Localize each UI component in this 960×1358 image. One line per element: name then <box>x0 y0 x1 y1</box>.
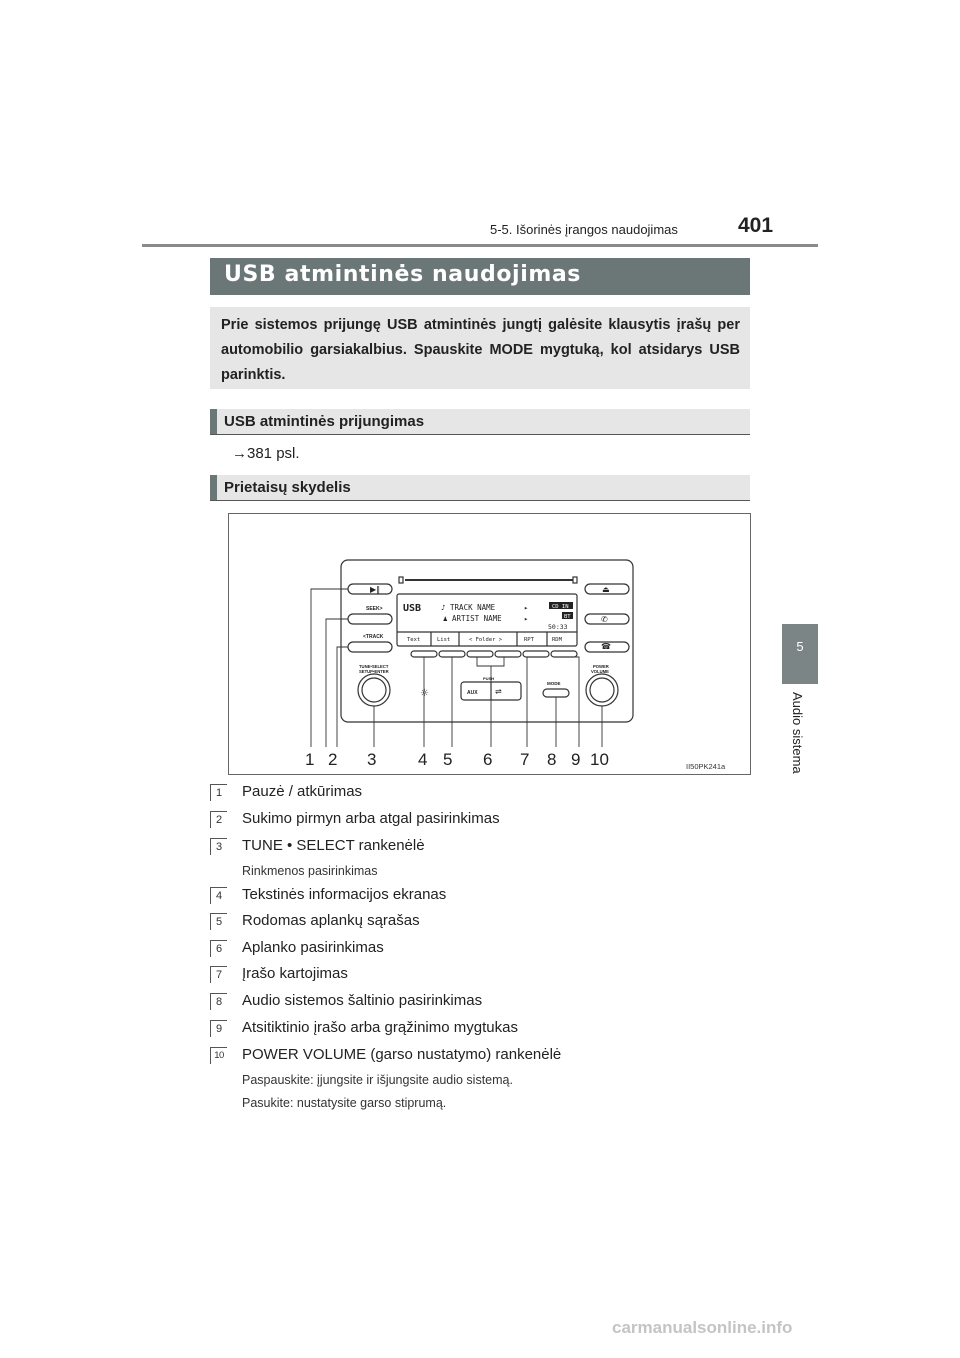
subheading-connect: USB atmintinės prijungimas <box>210 409 750 435</box>
watermark: carmanualsonline.info <box>612 1318 793 1337</box>
item-number: 6 <box>210 940 227 957</box>
item-number: 7 <box>210 966 227 983</box>
audio-panel-illustration: ▶‖ ⏏ ✆ ☎ ☼ ⇌ SEEK> <TRACK TUNE•SELECT SE… <box>305 559 634 769</box>
softkey-rpt: RPT <box>524 637 535 643</box>
seek-button <box>347 613 393 625</box>
intro-box <box>210 307 750 389</box>
item-number: 4 <box>210 887 227 904</box>
display-bt-badge: BT <box>564 614 571 620</box>
page-title: USB atmintinės naudojimas <box>224 262 581 287</box>
eject-button <box>584 583 630 595</box>
item-text: Audio sistemos šaltinio pasirinkimas <box>242 992 483 1009</box>
subheading-panel-text: Prietaisų skydelis <box>224 479 351 496</box>
item-text: Tekstinės informacijos ekranas <box>242 886 447 903</box>
item-note: Paspauskite: įjungsite ir išjungsite aud… <box>242 1073 513 1087</box>
callout-1: 1 <box>305 750 314 769</box>
subheading-accent <box>210 475 217 500</box>
item-number: 1 <box>210 784 227 801</box>
phone-button <box>584 613 630 625</box>
push-label: PUSH <box>483 676 494 681</box>
section-header: 5-5. Išorinės įrangos naudojimas <box>490 222 678 237</box>
display-source: USB <box>403 603 421 614</box>
mode-button <box>542 688 570 698</box>
chapter-tab: 5 <box>782 624 818 684</box>
softkey-folder: < Folder > <box>469 637 503 643</box>
svg-text:▸: ▸ <box>524 604 528 612</box>
item-text: Sukimo pirmyn arba atgal pasirinkimas <box>242 810 500 827</box>
item-note: Pasukite: nustatysite garso stiprumą. <box>242 1096 447 1110</box>
display-artist: ♟ ARTIST NAME <box>443 614 502 623</box>
callout-2: 2 <box>328 750 337 769</box>
item-number: 10 <box>210 1047 227 1064</box>
item-note: Rinkmenos pasirinkimas <box>242 864 378 878</box>
item-number: 2 <box>210 811 227 828</box>
aux-label: AUX <box>467 690 478 696</box>
tune-label-2: SETUP•ENTER <box>359 669 389 674</box>
softkey-rdm: RDM <box>552 637 563 643</box>
display-cd-badge: CD IN <box>552 604 569 610</box>
item-text: POWER VOLUME (garso nustatymo) rankenėlė <box>242 1046 562 1063</box>
svg-text:✆: ✆ <box>601 615 608 624</box>
svg-text:☎: ☎ <box>601 642 611 651</box>
callout-8: 8 <box>547 750 556 769</box>
chapter-title: Audio sistema <box>790 692 805 774</box>
power-label-2: VOLUME <box>591 669 609 674</box>
display-track: ♪ TRACK NAME <box>441 603 496 612</box>
page-reference: →381 psl. <box>232 445 300 462</box>
item-text: Rodomas aplankų sąrašas <box>242 912 420 929</box>
subheading-accent <box>210 409 217 434</box>
hangup-button <box>584 641 630 653</box>
item-number: 3 <box>210 838 227 855</box>
page-number: 401 <box>738 214 774 237</box>
item-number: 5 <box>210 913 227 930</box>
subheading-panel: Prietaisų skydelis <box>210 475 750 501</box>
item-text: TUNE • SELECT rankenėlė <box>242 837 425 854</box>
subheading-connect-text: USB atmintinės prijungimas <box>224 413 425 430</box>
item-text: Atsitiktinio įrašo arba grąžinimo mygtuk… <box>242 1019 518 1036</box>
svg-text:▸: ▸ <box>524 615 528 623</box>
title-bar <box>210 258 750 295</box>
power-label-1: POWER <box>593 664 609 669</box>
seek-label: SEEK> <box>366 606 383 612</box>
callout-4: 4 <box>418 750 427 769</box>
intro-text: Prie sistemos prijungę USB atmintinės ju… <box>221 317 740 383</box>
softkey-list: List <box>437 637 450 643</box>
item-number: 9 <box>210 1020 227 1037</box>
mode-label: MODE <box>547 681 561 686</box>
callout-6: 6 <box>483 750 492 769</box>
svg-text:⇌: ⇌ <box>495 687 502 696</box>
item-text: Įrašo kartojimas <box>242 965 348 982</box>
audio-panel-figure: ▶‖ ⏏ ✆ ☎ ☼ ⇌ SEEK> <TRACK TUNE•SELECT SE… <box>228 513 751 775</box>
item-text: Pauzė / atkūrimas <box>242 783 363 800</box>
track-button <box>347 641 393 653</box>
callout-3: 3 <box>367 750 376 769</box>
callout-7: 7 <box>520 750 529 769</box>
svg-text:⏏: ⏏ <box>602 585 610 594</box>
callout-10: 10 <box>590 750 609 769</box>
svg-text:▶‖: ▶‖ <box>370 585 380 594</box>
tune-label-1: TUNE•SELECT <box>359 664 389 669</box>
figure-code: II50PK241a <box>686 762 726 771</box>
track-label: <TRACK <box>363 634 384 640</box>
item-number: 8 <box>210 993 227 1010</box>
callout-5: 5 <box>443 750 452 769</box>
svg-text:☼: ☼ <box>420 688 429 699</box>
softkey-text: Text <box>407 637 420 643</box>
display-time: 50:33 <box>548 623 568 631</box>
item-text: Aplanko pasirinkimas <box>242 939 384 956</box>
callout-9: 9 <box>571 750 580 769</box>
header-rule <box>142 244 818 247</box>
